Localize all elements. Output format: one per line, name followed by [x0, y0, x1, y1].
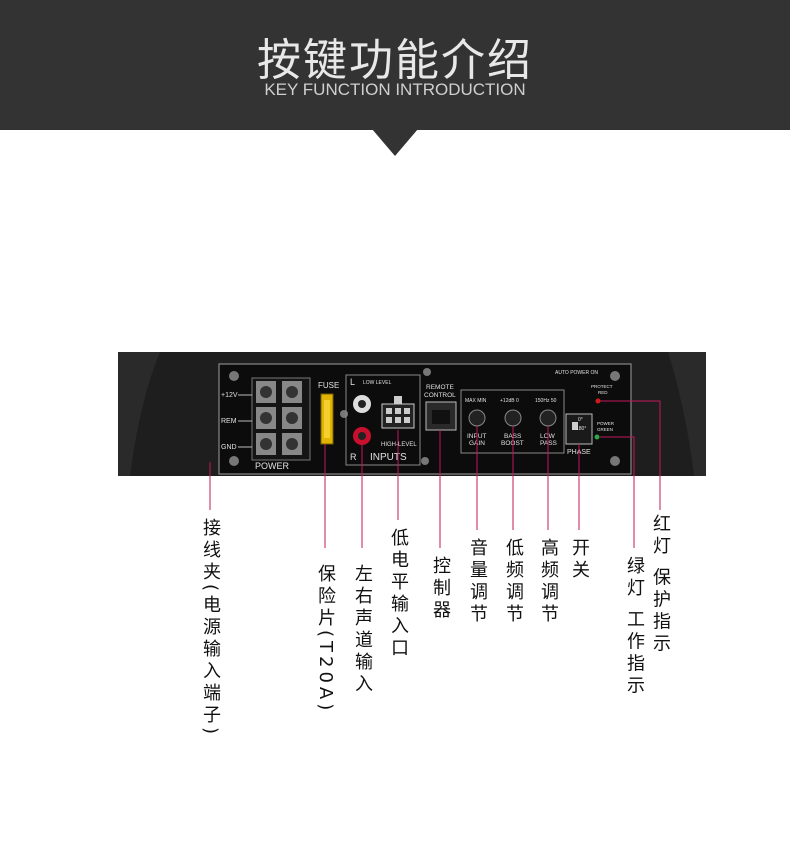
phase-0-label: 0°	[578, 417, 583, 423]
remote-label-2: CONTROL	[424, 392, 456, 399]
screw-icon	[229, 456, 239, 466]
gain-range-label: MAX MIN	[465, 398, 487, 404]
high-level-label: HIGH-LEVEL	[381, 442, 417, 448]
terminal-rem-label: REM	[221, 418, 237, 425]
fuse-label: FUSE	[318, 381, 339, 390]
header-notch	[372, 129, 418, 156]
low-pass-knob[interactable]	[539, 409, 557, 427]
terminal-caption: 接线夹(电源输入端子)	[200, 518, 221, 739]
power-led-label-1: POWER	[597, 421, 615, 426]
phase-180-label: 180°	[576, 426, 586, 432]
power-led-icon	[594, 434, 600, 440]
red-led-caption: 红灯 保护指示	[650, 514, 671, 656]
input-gain-knob[interactable]	[468, 409, 486, 427]
page-title: 按键功能介绍	[257, 35, 533, 86]
screw-icon	[421, 457, 429, 465]
controller-caption: 控制器	[430, 556, 451, 622]
inputs-frame	[345, 374, 421, 466]
phase-switch[interactable]	[565, 413, 593, 445]
screw-icon	[229, 371, 239, 381]
low-level-label: LOW LEVEL	[363, 380, 392, 386]
power-led-label-2: GREEN	[597, 427, 613, 432]
high-freq-caption: 高频调节	[538, 538, 559, 626]
switch-caption: 开关	[569, 538, 590, 582]
terminal-gnd-label: GND	[221, 444, 237, 451]
high-level-connector-icon	[381, 403, 415, 429]
page-subtitle: KEY FUNCTION INTRODUCTION	[264, 80, 526, 99]
protect-led-icon	[595, 398, 601, 404]
input-l-label: L	[350, 377, 355, 387]
bass-label-2: BOOST	[501, 440, 524, 447]
screw-icon	[423, 368, 431, 376]
screw-icon	[610, 371, 620, 381]
bass-range-label: +12dB 0	[500, 398, 519, 404]
leader-lines	[209, 400, 661, 548]
protect-label-1: PROTECT	[591, 384, 613, 389]
low-pass-range-label: 150Hz 50	[535, 398, 557, 404]
fuse-caption: 保险片(T20A)	[315, 564, 336, 715]
inputs-label: INPUTS	[370, 452, 407, 463]
protect-label-2: RED	[598, 390, 608, 395]
power-label: POWER	[255, 461, 290, 471]
terminal-12v-label: +12V	[221, 392, 238, 399]
green-led-caption: 绿灯 工作指示	[624, 556, 645, 698]
bass-boost-knob[interactable]	[504, 409, 522, 427]
screw-icon	[340, 410, 348, 418]
low-pass-label-2: PASS	[540, 440, 558, 447]
low-level-input-caption: 低电平输入口	[388, 528, 409, 660]
lr-input-caption: 左右声道输入	[352, 564, 373, 696]
header-banner: 按键功能介绍 KEY FUNCTION INTRODUCTION	[0, 0, 790, 130]
low-freq-caption: 低频调节	[503, 538, 524, 626]
auto-power-label: AUTO POWER ON	[555, 370, 598, 376]
remote-label-1: REMOTE	[426, 384, 454, 391]
input-r-label: R	[350, 452, 357, 462]
screw-icon	[610, 456, 620, 466]
volume-caption: 音量调节	[467, 538, 488, 626]
